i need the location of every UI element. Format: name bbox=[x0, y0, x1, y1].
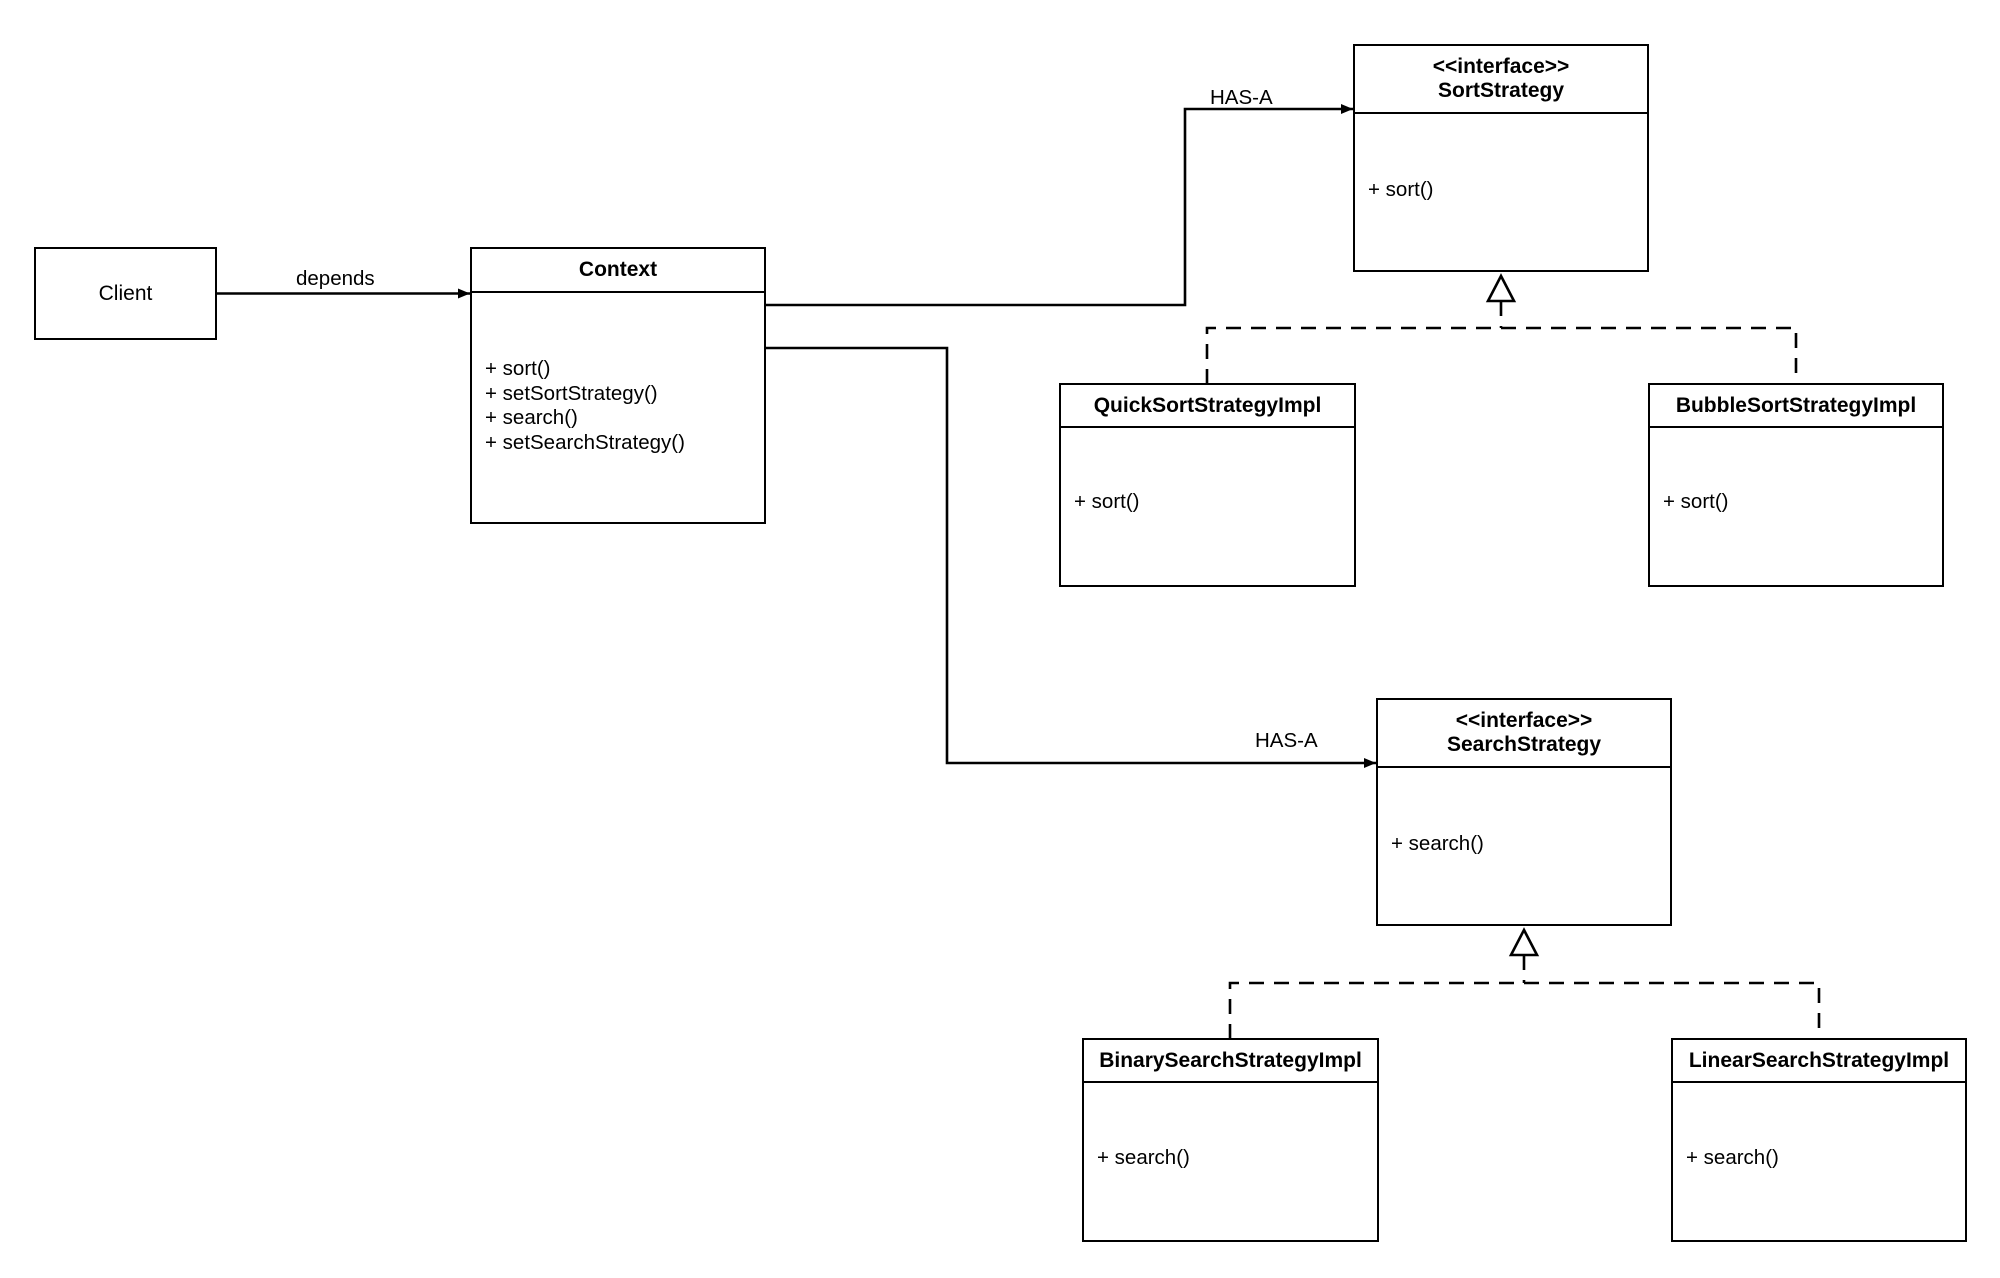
bubble-sort-header: BubbleSortStrategyImpl bbox=[1650, 385, 1942, 428]
search-strategy-interface[interactable]: <<interface>> SearchStrategy + search() bbox=[1376, 698, 1672, 926]
linear-search-body: + search() bbox=[1673, 1083, 1965, 1239]
has-a-sort-label: HAS-A bbox=[1210, 86, 1273, 109]
linear-search-method: + search() bbox=[1686, 1146, 1779, 1169]
client-box[interactable]: Client bbox=[34, 247, 217, 340]
search-realization bbox=[1228, 927, 1821, 1039]
context-method: + setSortStrategy() bbox=[485, 381, 658, 405]
search-strategy-title: SearchStrategy bbox=[1446, 733, 1602, 756]
context-header: Context bbox=[472, 249, 764, 293]
depends-label: depends bbox=[296, 267, 375, 290]
search-strategy-method: + search() bbox=[1391, 832, 1484, 855]
quick-sort-title: QuickSortStrategyImpl bbox=[1093, 393, 1322, 417]
linear-search-header: LinearSearchStrategyImpl bbox=[1673, 1040, 1965, 1083]
has-a-search-label: HAS-A bbox=[1255, 729, 1318, 752]
sort-strategy-title: SortStrategy bbox=[1437, 79, 1565, 102]
quick-sort-method: + sort() bbox=[1074, 490, 1140, 513]
linear-search-title: LinearSearchStrategyImpl bbox=[1688, 1048, 1950, 1072]
search-strategy-body: + search() bbox=[1378, 768, 1670, 923]
binary-search-method: + search() bbox=[1097, 1146, 1190, 1169]
has-a-sort-arrow bbox=[765, 104, 1353, 307]
context-class[interactable]: Context + sort() + setSortStrategy() + s… bbox=[470, 247, 766, 524]
binary-search-header: BinarySearchStrategyImpl bbox=[1084, 1040, 1377, 1083]
sort-realization bbox=[1205, 273, 1798, 384]
bubble-sort-body: + sort() bbox=[1650, 428, 1942, 584]
sort-strategy-body: + sort() bbox=[1355, 114, 1647, 269]
has-a-search-arrow bbox=[765, 346, 1376, 768]
context-method: + sort() bbox=[485, 357, 551, 380]
quick-sort-class[interactable]: QuickSortStrategyImpl + sort() bbox=[1059, 383, 1356, 587]
sort-strategy-header: <<interface>> SortStrategy bbox=[1355, 46, 1647, 114]
binary-search-title: BinarySearchStrategyImpl bbox=[1099, 1048, 1362, 1072]
bubble-sort-title: BubbleSortStrategyImpl bbox=[1675, 393, 1917, 417]
quick-sort-header: QuickSortStrategyImpl bbox=[1061, 385, 1354, 428]
context-body: + sort() + setSortStrategy() + search() … bbox=[472, 293, 764, 523]
quick-sort-body: + sort() bbox=[1061, 428, 1354, 584]
context-method: + setSearchStrategy() bbox=[485, 430, 685, 454]
sort-strategy-stereotype: <<interface>> bbox=[1432, 55, 1570, 78]
context-title: Context bbox=[578, 258, 658, 281]
bubble-sort-method: + sort() bbox=[1663, 490, 1729, 513]
binary-search-class[interactable]: BinarySearchStrategyImpl + search() bbox=[1082, 1038, 1379, 1242]
context-method: + search() bbox=[485, 406, 578, 429]
search-strategy-header: <<interface>> SearchStrategy bbox=[1378, 700, 1670, 768]
binary-search-body: + search() bbox=[1084, 1083, 1377, 1239]
client-label: Client bbox=[98, 281, 153, 305]
bubble-sort-class[interactable]: BubbleSortStrategyImpl + sort() bbox=[1648, 383, 1944, 587]
search-strategy-stereotype: <<interface>> bbox=[1455, 709, 1593, 732]
sort-strategy-interface[interactable]: <<interface>> SortStrategy + sort() bbox=[1353, 44, 1649, 272]
linear-search-class[interactable]: LinearSearchStrategyImpl + search() bbox=[1671, 1038, 1967, 1242]
sort-strategy-method: + sort() bbox=[1368, 178, 1434, 201]
